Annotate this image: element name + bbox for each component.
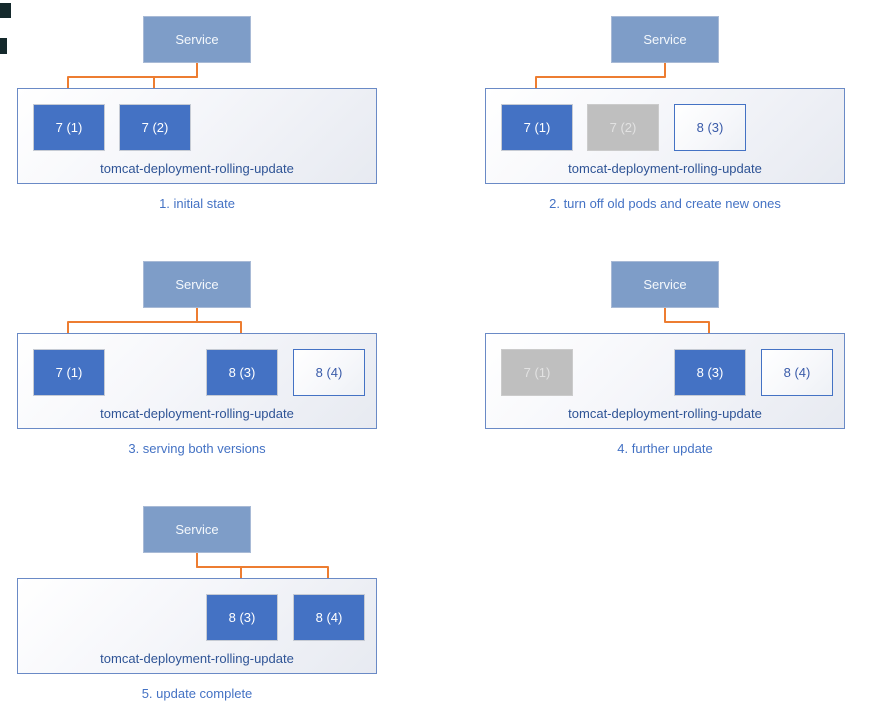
pod-7-2: 7 (2) bbox=[119, 104, 191, 151]
pod-label: 7 (1) bbox=[523, 365, 551, 380]
pod-7-1: 7 (1) bbox=[501, 349, 573, 396]
deployment-box: 8 (3) 8 (4) tomcat-deployment-rolling-upda… bbox=[17, 578, 377, 674]
service-label: Service bbox=[175, 32, 219, 47]
deployment-box: 7 (1) 7 (2) tomcat-deployment-rolling-upda… bbox=[17, 88, 377, 184]
service-label: Service bbox=[175, 522, 219, 537]
service-box: Service bbox=[611, 16, 719, 63]
service-box: Service bbox=[143, 261, 251, 308]
deployment-box: 7 (1) 7 (2) 8 (3) tomcat-deployment-rolling… bbox=[485, 88, 845, 184]
pod-label: 8 (4) bbox=[315, 610, 343, 625]
pod-label: 8 (3) bbox=[696, 365, 724, 380]
pod-label: 7 (1) bbox=[55, 365, 83, 380]
pod-8-4: 8 (4) bbox=[761, 349, 833, 396]
pod-label: 7 (2) bbox=[141, 120, 169, 135]
panel-caption: 1. initial state bbox=[159, 196, 235, 211]
pod-8-4: 8 (4) bbox=[293, 594, 365, 641]
pod-label: 8 (4) bbox=[783, 365, 811, 380]
deployment-box: 7 (1) 8 (3) 8 (4) tomcat-deployment-rolling… bbox=[485, 333, 845, 429]
panel-caption: 4. further update bbox=[617, 441, 713, 456]
pod-7-1: 7 (1) bbox=[33, 104, 105, 151]
pod-8-3: 8 (3) bbox=[674, 104, 746, 151]
deployment-label: tomcat-deployment-rolling-update bbox=[100, 651, 294, 666]
pod-8-3: 8 (3) bbox=[674, 349, 746, 396]
deployment-label: tomcat-deployment-rolling-update bbox=[100, 406, 294, 421]
service-box: Service bbox=[143, 506, 251, 553]
pod-8-3: 8 (3) bbox=[206, 349, 278, 396]
pod-7-1: 7 (1) bbox=[501, 104, 573, 151]
service-label: Service bbox=[175, 277, 219, 292]
pod-label: 8 (3) bbox=[228, 365, 256, 380]
service-label: Service bbox=[643, 32, 687, 47]
panel-caption: 3. serving both versions bbox=[128, 441, 266, 456]
deployment-label: tomcat-deployment-rolling-update bbox=[568, 161, 762, 176]
deployment-box: 7 (1) 8 (3) 8 (4) tomcat-deployment-rolling… bbox=[17, 333, 377, 429]
pod-7-2: 7 (2) bbox=[587, 104, 659, 151]
pod-label: 8 (4) bbox=[315, 365, 343, 380]
service-label: Service bbox=[643, 277, 687, 292]
service-box: Service bbox=[143, 16, 251, 63]
pod-label: 7 (1) bbox=[55, 120, 83, 135]
pod-7-1: 7 (1) bbox=[33, 349, 105, 396]
service-box: Service bbox=[611, 261, 719, 308]
pod-label: 8 (3) bbox=[696, 120, 724, 135]
panel-caption: 5. update complete bbox=[141, 686, 253, 701]
pod-8-3: 8 (3) bbox=[206, 594, 278, 641]
deployment-label: tomcat-deployment-rolling-update bbox=[100, 161, 294, 176]
panel-caption: 2. turn off old pods and create new ones bbox=[549, 196, 781, 211]
pod-8-4: 8 (4) bbox=[293, 349, 365, 396]
pod-label: 8 (3) bbox=[228, 610, 256, 625]
pod-label: 7 (2) bbox=[609, 120, 637, 135]
screen-edge-artifact bbox=[0, 38, 7, 54]
pod-label: 7 (1) bbox=[523, 120, 551, 135]
screen-edge-artifact bbox=[0, 3, 11, 18]
deployment-label: tomcat-deployment-rolling-update bbox=[568, 406, 762, 421]
